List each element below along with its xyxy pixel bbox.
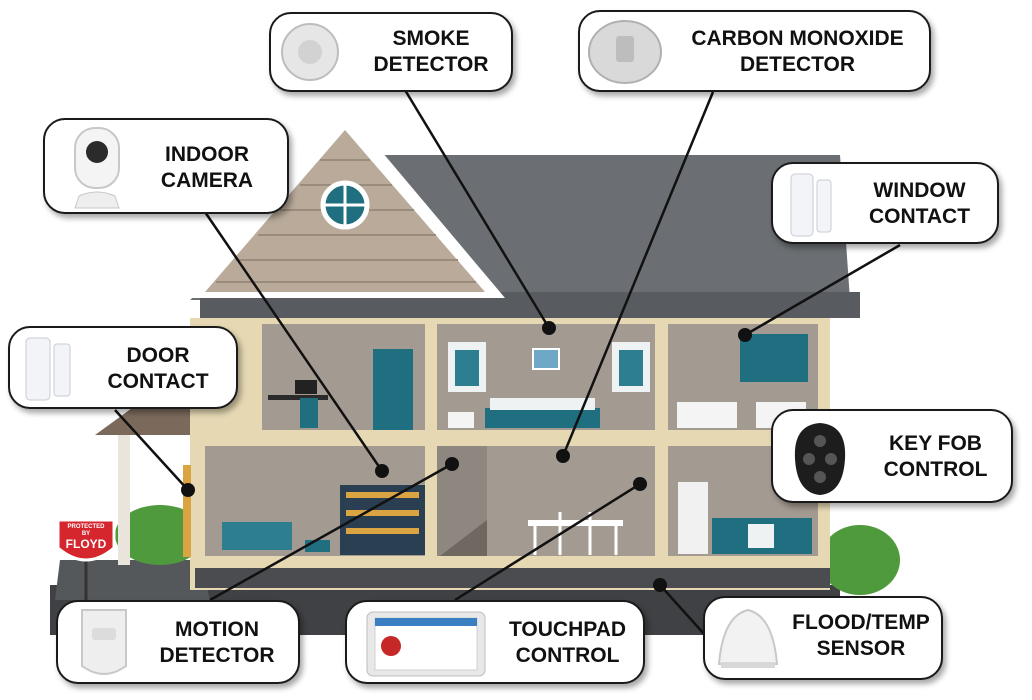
leader-door xyxy=(114,409,189,491)
sign-line2: BY xyxy=(82,531,90,537)
flood-label-line2: SENSOR xyxy=(816,637,906,660)
sign-brand: FLOYD xyxy=(66,537,107,551)
leader-window xyxy=(744,243,901,337)
door-label-line1: DOOR xyxy=(126,344,190,367)
co-detector-icon xyxy=(588,20,662,84)
bush-left xyxy=(115,505,205,565)
room-dining xyxy=(487,446,655,556)
front-door-frame xyxy=(183,465,191,557)
window-label-line2: CONTACT xyxy=(868,205,971,228)
door-contact-icon xyxy=(25,337,71,401)
window-contact-icon xyxy=(790,173,832,237)
touchpad-icon xyxy=(366,611,486,677)
leader-touchpad xyxy=(454,482,641,602)
flood-label-line1: FLOOD/TEMP xyxy=(792,611,930,634)
camera-icon xyxy=(74,127,120,209)
door-label-line2: CONTACT xyxy=(107,370,209,393)
co-label-line2: DETECTOR xyxy=(739,53,856,76)
porch-column xyxy=(118,435,130,565)
bush-right xyxy=(820,525,900,595)
steps xyxy=(55,560,210,600)
keyfob-label-line1: KEY FOB xyxy=(889,432,982,455)
keyfob-label-line2: CONTROL xyxy=(883,458,988,481)
interior-door xyxy=(373,349,413,430)
callout-indoor-camera: INDOOR CAMERA xyxy=(43,118,289,214)
callout-key-fob: KEY FOB CONTROL xyxy=(771,409,1013,503)
camera-label-line1: INDOOR xyxy=(165,143,249,166)
sign-line1: PROTECTED xyxy=(67,524,105,530)
leader-smoke xyxy=(403,89,551,329)
callout-flood-temp-sensor: FLOOD/TEMP SENSOR xyxy=(703,596,943,680)
callout-co-detector: CARBON MONOXIDE DETECTOR xyxy=(578,10,931,92)
motion-label-line2: DETECTOR xyxy=(159,644,275,667)
leader-motion xyxy=(209,462,453,602)
smoke-detector-icon xyxy=(281,23,339,81)
foundation xyxy=(195,568,830,588)
smoke-label-line2: DETECTOR xyxy=(373,53,489,76)
leader-flood xyxy=(659,584,706,636)
camera-label-line2: CAMERA xyxy=(160,169,254,192)
window-label-line1: WINDOW xyxy=(873,179,966,202)
callout-motion-detector: MOTION DETECTOR xyxy=(56,600,300,684)
touchpad-label-line1: TOUCHPAD xyxy=(508,618,627,641)
motion-label-line1: MOTION xyxy=(175,618,259,641)
leader-camera xyxy=(203,211,384,472)
callout-touchpad: TOUCHPAD CONTROL xyxy=(345,600,645,684)
callout-door-contact: DOOR CONTACT xyxy=(8,326,238,409)
floyd-security-sign: PROTECTED BY FLOYD xyxy=(56,518,116,600)
flood-sensor-icon xyxy=(717,608,779,668)
motion-detector-icon xyxy=(81,609,127,675)
touchpad-label-line2: CONTROL xyxy=(515,644,620,667)
leader-co xyxy=(561,91,715,457)
callout-smoke-detector: SMOKE DETECTOR xyxy=(269,12,513,92)
co-label-line1: CARBON MONOXIDE xyxy=(691,27,904,50)
key-fob-icon xyxy=(794,423,846,495)
smoke-label-line1: SMOKE xyxy=(392,27,470,50)
callout-window-contact: WINDOW CONTACT xyxy=(771,162,999,244)
